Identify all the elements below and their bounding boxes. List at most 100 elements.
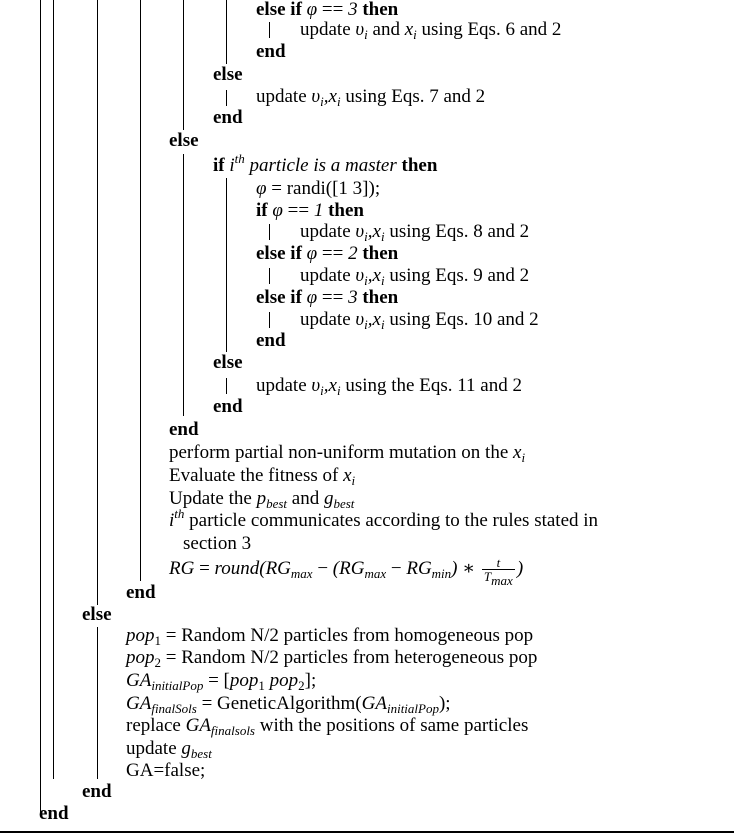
statement-text: using the Eqs. 11 and 2	[345, 375, 522, 396]
algo-line: Update the pbest and gbest	[169, 488, 354, 510]
math-symbol: υi,xi	[355, 265, 385, 288]
number: 2	[348, 243, 358, 264]
math-symbol: x	[328, 86, 337, 107]
algo-line: end	[126, 582, 156, 603]
subscript: i	[364, 317, 368, 332]
statement-text: Update the	[169, 488, 252, 509]
subscript: best	[190, 746, 212, 761]
algo-line: else if φ == 2 then	[256, 243, 398, 265]
number: 1	[313, 200, 324, 221]
block-rule	[269, 312, 270, 328]
subscript: i	[364, 229, 368, 244]
statement-text: update	[256, 375, 307, 396]
subscript: 1	[258, 678, 265, 693]
math-symbol: i	[229, 155, 235, 176]
keyword: if	[256, 200, 268, 221]
math-symbol: ith	[229, 152, 244, 176]
algo-line: update gbest	[126, 738, 212, 760]
operator: ==	[287, 200, 310, 221]
operator: ==	[321, 0, 344, 20]
statement-text: particle communicates according to the r…	[189, 510, 599, 531]
subscript: i	[521, 450, 526, 465]
punctuation: ,	[367, 265, 373, 286]
statement-text: using Eqs. 9 and 2	[389, 265, 530, 286]
math-symbol: υi,xi	[355, 309, 384, 332]
block-rule	[183, 0, 184, 130]
statement-text: ];	[304, 670, 317, 691]
statement-text: perform partial non-uniform mutation on …	[169, 442, 509, 463]
punctuation: ,	[323, 375, 329, 396]
statement-text: update	[300, 309, 351, 330]
statement-text: Evaluate the fitness of	[169, 465, 339, 486]
punctuation: ,	[367, 309, 373, 330]
block-rule	[269, 22, 270, 38]
math-symbol: RG	[406, 557, 432, 579]
block-rule	[226, 378, 227, 394]
algo-line: GA=false;	[126, 760, 206, 781]
subscript: i	[380, 229, 385, 244]
subscript: 1	[154, 633, 162, 648]
math-symbol: x	[328, 375, 337, 396]
math-symbol: φ	[306, 287, 318, 308]
keyword: then	[401, 155, 438, 176]
subscript: best	[333, 496, 355, 511]
algo-line: end	[82, 781, 112, 802]
statement-text: update	[300, 221, 351, 242]
subscript: 2	[298, 678, 305, 693]
math-symbol: pop	[229, 670, 259, 691]
math-symbol: )	[516, 557, 524, 579]
block-rule	[226, 90, 227, 106]
keyword: else if	[256, 287, 302, 308]
math-symbol: gbest	[323, 488, 355, 511]
operator: ==	[321, 287, 344, 308]
block-rule	[269, 224, 270, 240]
math-symbol: pop	[126, 625, 155, 646]
operator: =	[199, 557, 210, 579]
algo-line: pop1 = Random N/2 particles from homogen…	[126, 625, 533, 647]
algo-line: update υi,xi using Eqs. 10 and 2	[300, 309, 539, 331]
keyword: else if	[256, 0, 302, 20]
block-rule	[97, 0, 98, 605]
math-symbol: υi	[355, 19, 368, 42]
math-symbol: pop	[269, 670, 299, 691]
subscript: i	[380, 273, 385, 288]
keyword: then	[362, 287, 399, 308]
math-symbol: φ	[306, 243, 318, 264]
statement-text: update	[256, 86, 307, 107]
math-symbol: T	[483, 569, 492, 584]
math-symbol: RG	[339, 557, 365, 579]
math-symbol: υ	[355, 309, 365, 330]
math-symbol: x	[372, 309, 381, 330]
subscript: i	[351, 473, 356, 488]
algo-line: update υi,xi using Eqs. 9 and 2	[300, 265, 529, 287]
math-symbol: x	[372, 265, 381, 286]
statement-text: = GeneticAlgorithm(	[201, 693, 362, 714]
statement-text: using Eqs. 6 and 2	[421, 19, 562, 40]
math-symbol: υ	[355, 265, 365, 286]
bottom-rule	[0, 831, 734, 833]
block-rule	[226, 0, 227, 64]
block-rule	[183, 154, 184, 416]
subscript: i	[364, 273, 368, 288]
math-symbol: ith	[169, 507, 184, 531]
algo-line: end	[169, 419, 199, 440]
algo-line: if φ == 1 then	[256, 200, 364, 222]
math-symbol: g	[323, 488, 334, 509]
algo-line: end	[256, 41, 286, 62]
algo-line: replace GAfinalsols with the positions o…	[126, 715, 528, 737]
math-symbol: x	[372, 221, 381, 242]
numerator: t	[481, 556, 515, 570]
math-symbol: υ	[355, 221, 365, 242]
subscript: max	[290, 565, 313, 581]
algo-line: else if φ == 3 then	[256, 287, 398, 309]
algo-line: end	[213, 107, 243, 128]
math-symbol: xi	[405, 19, 417, 41]
statement-text: and	[372, 19, 400, 40]
math-symbol: GA	[185, 715, 211, 736]
statement-text: update	[126, 738, 177, 759]
math-symbol: xi	[513, 442, 526, 465]
subscript: i	[364, 27, 368, 42]
statement-text: update	[300, 19, 351, 40]
math-function: round(	[214, 557, 266, 579]
superscript: th	[234, 151, 245, 166]
